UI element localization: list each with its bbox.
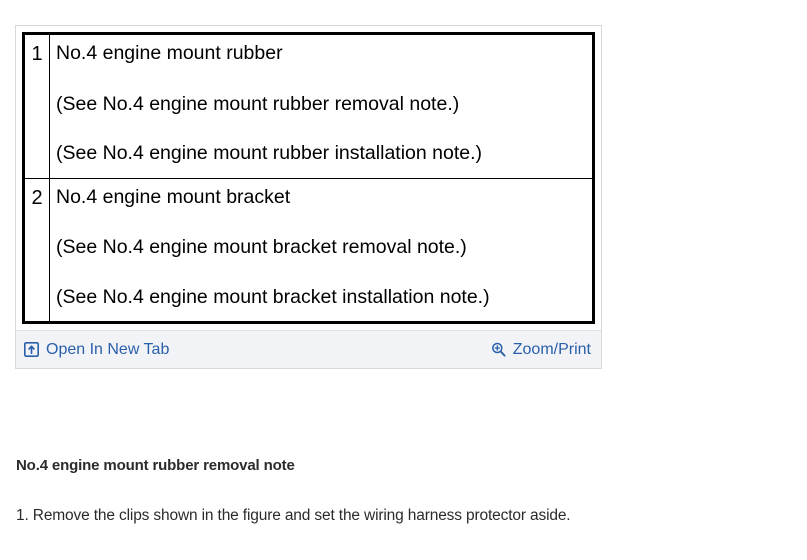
table-row: 2 No.4 engine mount bracket (See No.4 en… xyxy=(23,177,594,323)
part-description-cell: No.4 engine mount bracket (See No.4 engi… xyxy=(49,177,594,323)
open-in-new-tab-label: Open In New Tab xyxy=(46,340,170,358)
part-installation-note-text: (See No.4 engine mount bracket installat… xyxy=(56,285,490,308)
part-index-cell: 2 xyxy=(23,177,50,323)
part-removal-note-text: (See No.4 engine mount bracket removal n… xyxy=(56,236,467,258)
open-in-new-tab-icon xyxy=(24,342,39,357)
figure-viewer: 1 No.4 engine mount rubber (See No.4 eng… xyxy=(15,25,602,369)
part-description-cell: No.4 engine mount rubber (See No.4 engin… xyxy=(50,34,594,179)
parts-table: 1 No.4 engine mount rubber (See No.4 eng… xyxy=(22,32,595,324)
table-row: 1 No.4 engine mount rubber (See No.4 eng… xyxy=(23,33,594,179)
part-removal-note-text: (See No.4 engine mount rubber removal no… xyxy=(56,92,460,115)
note-heading: No.4 engine mount rubber removal note xyxy=(16,457,295,474)
zoom-print-label: Zoom/Print xyxy=(512,340,591,358)
part-index-cell: 1 xyxy=(23,33,50,178)
zoom-print-button[interactable]: Zoom/Print xyxy=(491,340,591,358)
open-in-new-tab-button[interactable]: Open In New Tab xyxy=(24,340,170,358)
note-step-1: 1. Remove the clips shown in the figure … xyxy=(16,507,571,524)
figure-canvas[interactable]: 1 No.4 engine mount rubber (See No.4 eng… xyxy=(16,26,601,330)
part-name-text: No.4 engine mount rubber xyxy=(56,42,283,64)
magnifier-plus-icon xyxy=(491,342,506,357)
figure-toolbar: Open In New Tab Zoom/Print xyxy=(16,330,601,368)
part-name-text: No.4 engine mount bracket xyxy=(56,185,291,208)
part-installation-note-text: (See No.4 engine mount rubber installati… xyxy=(56,142,483,164)
